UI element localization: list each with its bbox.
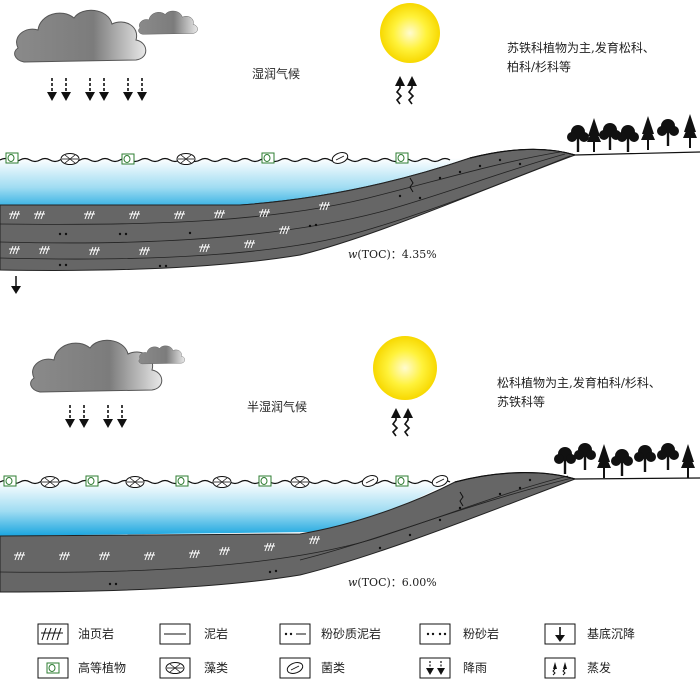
- vegetation-text-line1: 苏铁科植物为主,发育松科、: [507, 40, 655, 55]
- lake-water: [0, 481, 450, 536]
- vegetation-text-line2: 苏铁科等: [497, 395, 545, 409]
- oil-shale-icon: [41, 627, 63, 641]
- evaporation-icon: [390, 407, 414, 437]
- legend-item-subsidence: 基底沉降: [544, 623, 635, 645]
- vegetation-text-line2: 柏科/杉科等: [507, 59, 571, 74]
- land-surface: [454, 472, 700, 483]
- rainfall-icon: [426, 661, 445, 675]
- legend-item-silty-mudstone: 粉砂质泥岩: [279, 623, 381, 645]
- legend-label: 藻类: [204, 661, 228, 675]
- legend-item-siltstone: 粉砂岩: [419, 623, 499, 645]
- subsidence-arrow-icon: [11, 276, 21, 294]
- evaporation-icon: [552, 662, 567, 676]
- land-surface: [469, 148, 700, 159]
- silty-mudstone-icon: [284, 632, 306, 636]
- rainfall-icon: [46, 77, 148, 102]
- legend-label: 粉砂岩: [463, 626, 499, 641]
- climate-label: 半湿润气候: [247, 399, 307, 414]
- legend-item-algae: 藻类: [159, 657, 228, 679]
- legend-item-evaporation: 蒸发: [544, 657, 611, 679]
- legend-label: 泥岩: [204, 626, 228, 641]
- algae-icon: [165, 662, 185, 674]
- sun-icon: [380, 3, 440, 63]
- higher-plant-icon: [46, 662, 60, 674]
- legend-label: 菌类: [321, 661, 345, 675]
- cloud-icon: [14, 9, 147, 63]
- legend-item-mudstone: 泥岩: [159, 623, 228, 645]
- cloud-icon: [30, 339, 163, 393]
- legend-item-higher-plant: 高等植物: [37, 657, 126, 679]
- legend-label: 油页岩: [78, 626, 114, 641]
- evaporation-icon: [394, 75, 418, 105]
- legend: 油页岩 泥岩 粉砂质泥岩 粉砂岩: [37, 623, 635, 679]
- legend-item-oil-shale: 油页岩: [37, 623, 114, 645]
- panel-semi-humid: 半湿润气候 松科植物为主,发育柏科/杉科、 苏铁科等 w(TOC)：6.00%: [0, 336, 700, 593]
- sediment-strata: [0, 472, 577, 593]
- climate-label: 湿润气候: [252, 66, 300, 81]
- sun-icon: [373, 336, 437, 400]
- subsidence-arrow-icon: [555, 627, 565, 642]
- vegetation-text-line1: 松科植物为主,发育柏科/杉科、: [497, 375, 661, 390]
- siltstone-icon: [426, 632, 447, 636]
- forest: [567, 114, 697, 152]
- legend-label: 基底沉降: [587, 626, 635, 641]
- legend-label: 高等植物: [78, 660, 126, 675]
- legend-label: 粉砂质泥岩: [321, 626, 381, 641]
- toc-value: w(TOC)：6.00%: [348, 576, 437, 589]
- rainfall-icon: [64, 404, 128, 429]
- legend-label: 降雨: [463, 661, 487, 675]
- legend-item-rainfall: 降雨: [419, 657, 487, 679]
- toc-value: w(TOC)：4.35%: [348, 248, 437, 261]
- legend-label: 蒸发: [587, 660, 611, 675]
- forest: [554, 443, 695, 478]
- panel-humid: 湿润气候 苏铁科植物为主,发育松科、 柏科/杉科等: [0, 3, 700, 294]
- legend-item-fungi: 菌类: [279, 657, 345, 679]
